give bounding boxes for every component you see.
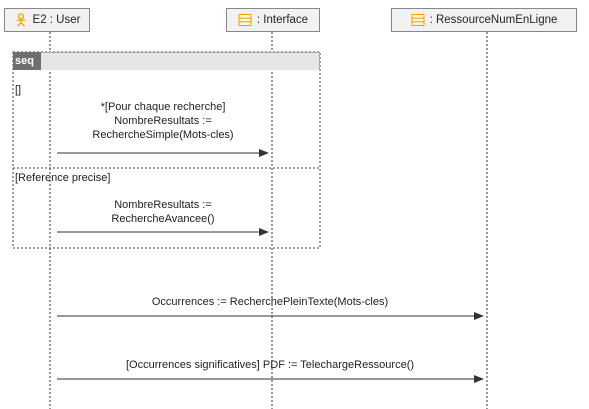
class-icon: [238, 14, 252, 26]
lifeline-label-user: E2 : User: [32, 14, 81, 26]
message-line: NombreResultats :=: [114, 199, 212, 211]
operand-guard-2[interactable]: [Reference precise]: [15, 172, 111, 184]
operand-guard-1[interactable]: []: [15, 84, 22, 96]
message-line: NombreResultats :=: [114, 115, 212, 127]
lifeline-label-ressource: : RessourceNumEnLigne: [429, 14, 558, 26]
message-line: RechercheAvancee(): [111, 213, 215, 225]
lifeline-header-interface[interactable]: : Interface: [226, 8, 320, 32]
message-label-occurrences[interactable]: Occurrences := RecherchePleinTexte(Mots-…: [151, 296, 389, 308]
lifeline-header-user[interactable]: E2 : User: [4, 8, 90, 32]
fragment-header-bar: [13, 52, 320, 70]
message-line: *[Pour chaque recherche]: [100, 101, 226, 113]
message-label-telecharge[interactable]: [Occurrences significatives] PDF := Tele…: [125, 359, 415, 371]
lifeline-header-ressource[interactable]: : RessourceNumEnLigne: [391, 8, 577, 32]
actor-icon: [16, 13, 25, 27]
message-label-recherche-simple[interactable]: *[Pour chaque recherche] NombreResultats…: [92, 100, 233, 142]
lifeline-label-interface: : Interface: [256, 14, 309, 26]
message-line: RechercheSimple(Mots-cles): [92, 129, 234, 141]
fragment-operator-tag[interactable]: seq: [13, 52, 41, 70]
class-icon: [411, 14, 425, 26]
message-label-recherche-avancee[interactable]: NombreResultats := RechercheAvancee(): [111, 198, 214, 226]
